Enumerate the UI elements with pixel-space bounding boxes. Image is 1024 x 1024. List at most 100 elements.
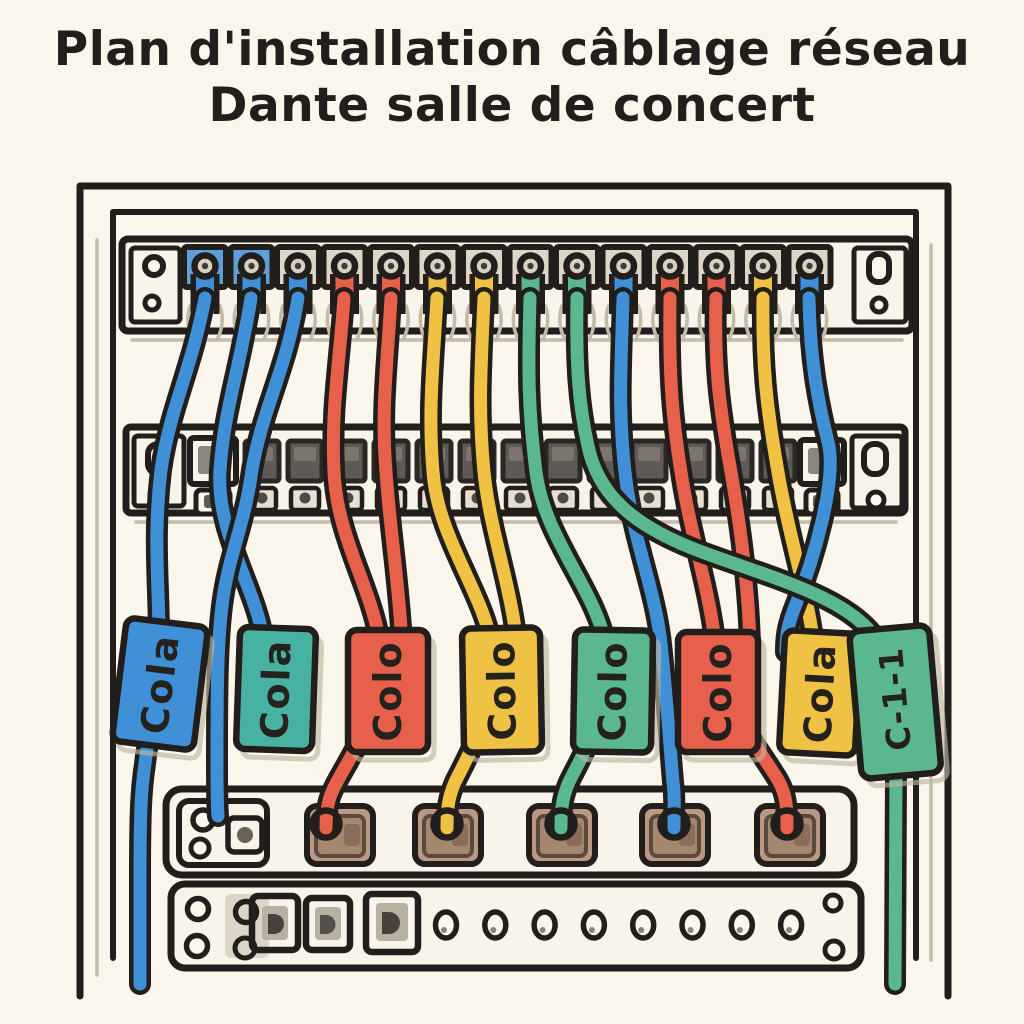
round-port bbox=[629, 909, 657, 941]
cable-label-3: Colo bbox=[344, 626, 437, 763]
dark-port-highlight bbox=[552, 447, 574, 461]
strain-mark bbox=[465, 304, 474, 342]
screw-hole bbox=[865, 489, 887, 511]
network-switch bbox=[162, 785, 858, 879]
strain-mark bbox=[790, 304, 800, 342]
label-tag bbox=[232, 623, 320, 755]
label-tag bbox=[846, 622, 944, 782]
slot-hole bbox=[861, 441, 889, 477]
inner-frame-border bbox=[110, 209, 919, 961]
strain-mark bbox=[604, 304, 614, 342]
label-text: Colo bbox=[590, 640, 636, 742]
screw-hole bbox=[142, 293, 162, 313]
button-frame bbox=[302, 894, 354, 954]
screw-hole bbox=[822, 938, 846, 962]
label-text: Cola bbox=[252, 638, 299, 740]
label-text: Colo bbox=[366, 640, 410, 741]
strain-mark bbox=[308, 304, 317, 342]
label-text: Colo bbox=[696, 641, 740, 742]
port-hole-center bbox=[341, 262, 348, 270]
label-tag bbox=[458, 624, 546, 756]
slot-hole bbox=[866, 251, 892, 285]
strain-marks bbox=[186, 304, 829, 342]
port-hole-center bbox=[294, 262, 302, 270]
screw-hole bbox=[142, 254, 166, 278]
port-hole-center bbox=[248, 262, 255, 270]
strain-mark bbox=[447, 304, 457, 342]
round-port bbox=[777, 909, 805, 941]
port-hole-center bbox=[201, 262, 209, 270]
yellow-cable bbox=[424, 291, 500, 835]
round-port bbox=[531, 909, 558, 941]
rack-frame bbox=[76, 182, 952, 1000]
device-round-ports bbox=[432, 909, 805, 941]
port-hole-center bbox=[527, 262, 534, 270]
strain-mark bbox=[511, 304, 521, 342]
label-text: Colo bbox=[479, 639, 525, 741]
label-tag bbox=[569, 626, 657, 756]
cable-label-4: Colo bbox=[458, 624, 551, 763]
button-frame bbox=[362, 890, 422, 956]
port-hole-center bbox=[387, 262, 395, 270]
top-panel-right-bracket bbox=[851, 245, 909, 325]
blue-cable bbox=[779, 291, 837, 659]
strain-mark bbox=[651, 304, 660, 342]
switch-block-port bbox=[225, 815, 265, 855]
strain-mark bbox=[215, 304, 224, 342]
cable-label-1: Cola bbox=[109, 615, 215, 761]
dark-port-highlight bbox=[638, 447, 660, 461]
strain-mark bbox=[494, 304, 503, 342]
port-hole-center bbox=[666, 262, 674, 270]
cable-label-5: Colo bbox=[569, 626, 662, 764]
yellow-cable bbox=[474, 291, 524, 653]
outer-frame-border bbox=[76, 182, 952, 1000]
green-cable bbox=[522, 291, 614, 835]
screw-hole bbox=[822, 892, 844, 914]
round-port bbox=[580, 909, 608, 941]
port-hole-center bbox=[480, 262, 488, 270]
round-port-dot bbox=[687, 927, 694, 933]
button-glyph bbox=[320, 915, 336, 934]
round-port-dot bbox=[490, 927, 497, 933]
cable-label-8: C-1-1 bbox=[846, 622, 950, 789]
label-tag bbox=[674, 628, 762, 756]
jack-ring bbox=[657, 807, 691, 841]
top-panel-left-bracket bbox=[128, 245, 183, 325]
switch-block-port-hole bbox=[237, 827, 253, 843]
strain-mark bbox=[680, 304, 689, 342]
round-port-dot bbox=[736, 927, 743, 933]
red-cable bbox=[377, 291, 409, 651]
round-port bbox=[432, 909, 460, 941]
diagram-title: Plan d'installation câblage réseau Dante… bbox=[0, 22, 1024, 135]
strain-mark bbox=[401, 304, 410, 342]
title-line-2: Dante salle de concert bbox=[208, 78, 816, 134]
screw-hole bbox=[869, 295, 889, 315]
jack-ring bbox=[309, 807, 343, 841]
label-tag bbox=[344, 626, 432, 756]
strain-mark bbox=[773, 304, 782, 342]
screw-hole bbox=[183, 932, 211, 960]
red-cable bbox=[319, 291, 388, 835]
label-text: Cola bbox=[795, 642, 844, 745]
device-button-3 bbox=[362, 890, 422, 956]
port-hole-center bbox=[434, 262, 441, 270]
jack-ring bbox=[430, 807, 464, 841]
round-port bbox=[482, 909, 509, 941]
jack-hole bbox=[299, 492, 311, 504]
bottom-device bbox=[167, 880, 865, 972]
strain-mark bbox=[819, 304, 829, 342]
jack-hole bbox=[557, 492, 569, 504]
port-hole-center bbox=[620, 262, 627, 270]
jack-hole bbox=[256, 492, 268, 504]
port-hole-center bbox=[713, 262, 720, 270]
port-hole-center bbox=[806, 262, 813, 270]
strain-mark bbox=[558, 304, 567, 342]
switch-block-hole bbox=[188, 836, 212, 860]
jack-hole bbox=[643, 492, 655, 504]
strain-mark bbox=[697, 304, 707, 342]
switch-jack-holes bbox=[309, 807, 804, 841]
round-port-dot bbox=[441, 927, 447, 933]
strain-mark bbox=[633, 304, 643, 342]
round-port-dot bbox=[539, 927, 546, 933]
